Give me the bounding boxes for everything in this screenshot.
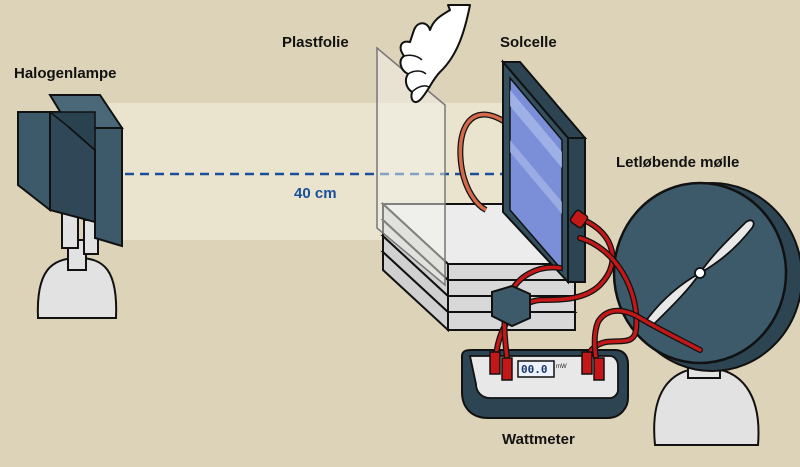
halogen-lamp-label: Halogenlampe [14,65,117,82]
hand-icon [399,4,471,103]
windmill-label: Letløbende mølle [616,154,739,171]
windmill [612,181,800,372]
solar-cell-connector [569,209,589,229]
wattmeter-label: Wattmeter [502,431,575,448]
windmill-blade [699,219,755,274]
plastic-foil-label: Plastfolie [282,34,349,51]
solar-cell-label: Solcelle [500,34,557,51]
wattmeter-terminals [489,351,605,381]
panel-clamp [491,284,531,328]
wattmeter-unit: mW [556,364,567,370]
halogen-lamp [17,94,124,248]
wattmeter-display [517,360,555,378]
wattmeter-reading: 00.0 [521,363,548,376]
solar-cell [500,59,588,285]
distance-label: 40 cm [294,185,337,202]
